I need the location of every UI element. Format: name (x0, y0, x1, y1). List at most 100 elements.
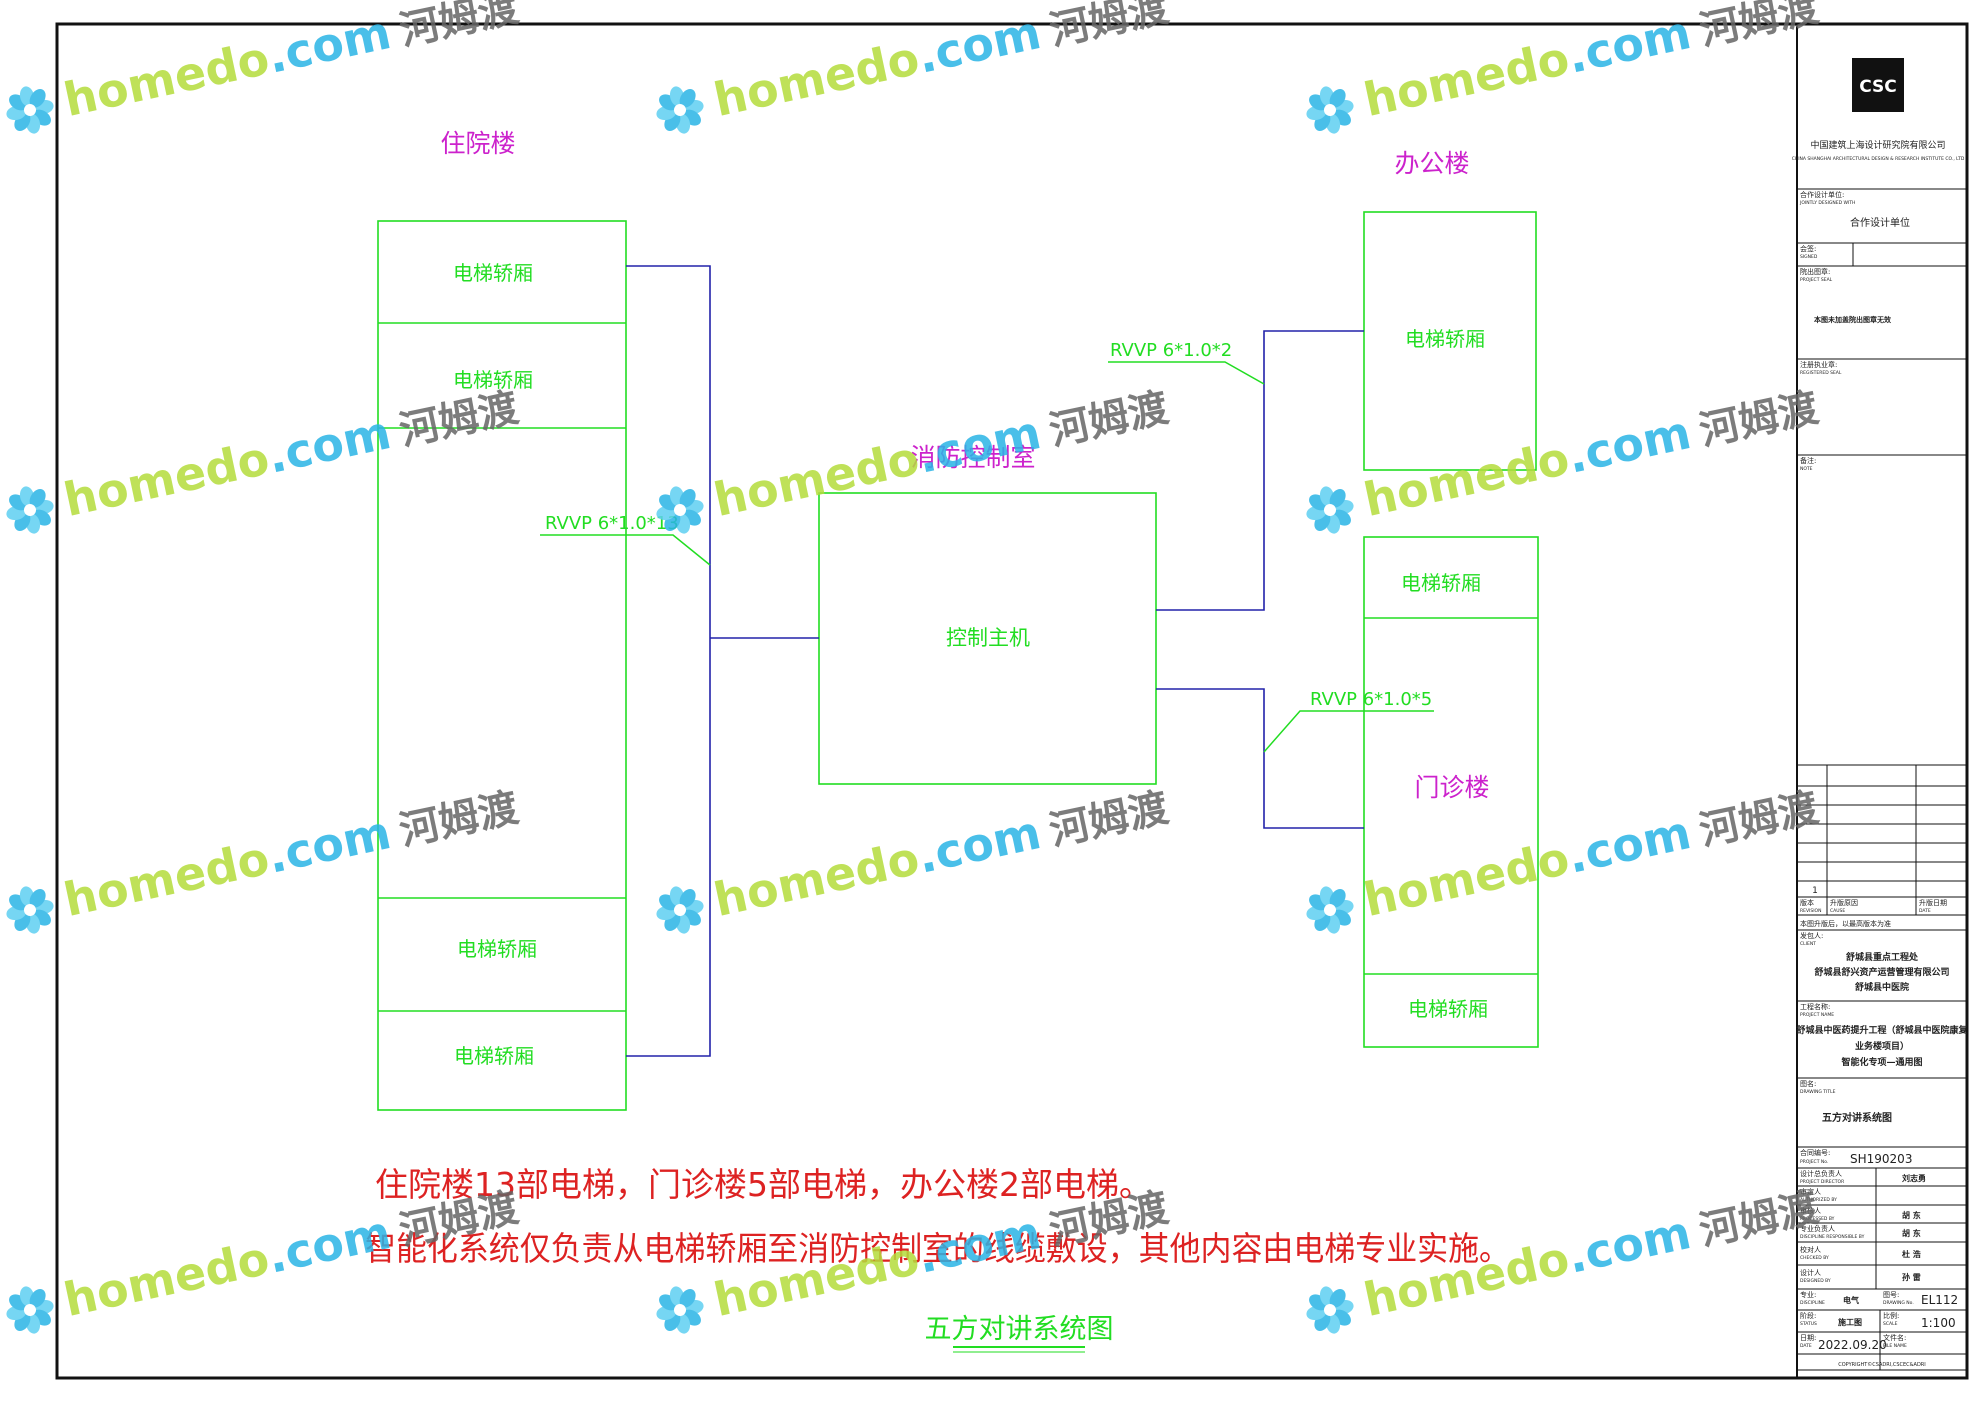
role-name: 刘志勇 (1902, 1173, 1926, 1183)
registered-seal-label: 注册执业章: (1800, 360, 1837, 369)
outpatient-cable-leader (1263, 710, 1434, 753)
joint-design-value: 合作设计单位 (1850, 216, 1910, 229)
control-host-label: 控制主机 (946, 626, 1030, 650)
cable-spec-office: RVVP 6*1.0*2 (1110, 340, 1232, 361)
drawing-title-label: 图名: (1800, 1079, 1816, 1088)
project-name-label-en: PROJECT NAME (1800, 1012, 1834, 1018)
flower-icon (656, 86, 704, 134)
office-cable (1156, 330, 1364, 611)
system-diagram: 住院楼 办公楼 消防控制室 门诊楼 电梯轿厢 电梯轿厢 电梯轿厢 电梯轿厢 电梯… (365, 129, 1539, 1353)
watermark-text: homedo.com河姆渡 (59, 778, 522, 927)
project-name-line: 业务楼项目） (1855, 1040, 1909, 1052)
issue-date-label-en: DATE (1800, 1343, 1812, 1349)
inpatient-building-outline (377, 220, 627, 1111)
revision-date-label-en: DATE (1919, 908, 1931, 914)
flower-icon (656, 1286, 704, 1334)
status-label-en: STATUS (1800, 1321, 1817, 1327)
watermark-text: homedo.com河姆渡 (1359, 378, 1822, 527)
flower-icon (1306, 1286, 1354, 1334)
zone-label-inpatient: 住院楼 (440, 129, 515, 158)
watermark-tile: homedo.com河姆渡 (1306, 378, 1822, 534)
watermark-tile: homedo.com河姆渡 (656, 778, 1172, 934)
title-block-rules (1797, 188, 1967, 1371)
copyright-text: COPYRIGHT©CSADRI,CSCEC&ADRI (1838, 1361, 1926, 1368)
registered-seal-label-en: REGISTERED SEAL (1800, 370, 1842, 376)
discipline-label: 专业: (1800, 1290, 1816, 1299)
flower-icon (656, 486, 704, 534)
role-label: 审定人 (1800, 1187, 1821, 1196)
issue-date-label: 日期: (1800, 1334, 1816, 1342)
watermark-text: homedo.com河姆渡 (709, 778, 1172, 927)
flower-icon (656, 886, 704, 934)
role-label-en: PROCESSED BY (1800, 1216, 1835, 1222)
company-name-cn: 中国建筑上海设计研究院有限公司 (1810, 139, 1945, 151)
control-host: 控制主机 (818, 492, 1157, 785)
revision-label: 版本 (1800, 898, 1814, 907)
file-name-label-en: FILE NAME (1883, 1343, 1907, 1349)
drawing-number: EL112 (1921, 1293, 1958, 1307)
cable-leaders (540, 361, 1434, 753)
role-name: 胡 东 (1902, 1210, 1921, 1220)
flower-icon (1306, 486, 1354, 534)
role-label-en: PROJECT DIRECTOR (1800, 1179, 1844, 1185)
watermark-text: homedo.com河姆渡 (709, 378, 1172, 527)
project-seal-label: 院出图章: (1800, 267, 1830, 276)
watermark-tile: homedo.com河姆渡 (1306, 785, 1822, 934)
client-line: 舒城县重点工程处 (1846, 951, 1919, 963)
project-seal-label-en: PROJECT SEAL (1800, 277, 1833, 283)
role-name: 孙 雷 (1902, 1272, 1921, 1282)
outpatient-building-outline (1363, 536, 1539, 1048)
scale-value: 1:100 (1921, 1316, 1956, 1330)
role-label: 设计人 (1800, 1268, 1821, 1277)
elevator-car-label: 电梯轿厢 (1405, 327, 1485, 351)
elevator-car-label: 电梯轿厢 (1408, 997, 1488, 1021)
role-label: 设计总负责人 (1800, 1169, 1842, 1178)
title-block: CSC 中国建筑上海设计研究院有限公司 CHINA SHANGHAI ARCHI… (1792, 58, 1968, 1371)
role-label: 校对人 (1800, 1245, 1821, 1254)
project-name-line: 智能化专项—通用图 (1841, 1056, 1922, 1068)
client-line: 舒城县中医院 (1855, 981, 1909, 993)
watermark-text: homedo.com河姆渡 (59, 378, 522, 527)
watermark-tile: homedo.com河姆渡 (656, 0, 1172, 134)
note-line-2: 智能化系统仅负责从电梯轿厢至消防控制室的线缆敷设，其他内容由电梯专业实施。 (365, 1229, 1510, 1268)
company-logo-text: CSC (1859, 77, 1897, 97)
flower-icon (6, 486, 54, 534)
watermark-tile: homedo.com河姆渡 (1306, 0, 1822, 134)
project-seal-note: 本图未加盖院出图章无效 (1813, 315, 1892, 324)
cause-label-en: CAUSE (1830, 908, 1845, 914)
inpatient-cable-leader (540, 534, 711, 566)
outpatient-cable (1156, 688, 1364, 829)
watermark-layer: homedo.com河姆渡 homedo.com河姆渡 homedo.com河姆渡 h… (6, 0, 1822, 1334)
revision-note: 本图升版后，以最高版本为准 (1800, 919, 1891, 928)
revision-date-label: 升版日期 (1919, 898, 1947, 907)
note-label-en: NOTE (1800, 466, 1813, 472)
joint-design-label-en: JOINTLY DESIGNED WITH (1799, 200, 1855, 206)
role-label-en: DISCIPLINE RESPONSIBLE BY (1800, 1234, 1865, 1240)
elevator-car-label: 电梯轿厢 (457, 937, 537, 961)
company-name-en: CHINA SHANGHAI ARCHITECTURAL DESIGN & RE… (1792, 156, 1965, 162)
issue-date: 2022.09.20 (1818, 1338, 1887, 1352)
client-line: 舒城县舒兴资产运营管理有限公司 (1814, 966, 1949, 978)
client-label: 发包人: (1800, 931, 1823, 940)
watermark-tile: homedo.com河姆渡 (656, 378, 1172, 534)
contract-label-en: PROJECT No. (1800, 1159, 1828, 1165)
role-label-en: CHECKED BY (1800, 1255, 1829, 1261)
drawing-number-label-en: DRAWING No. (1883, 1300, 1914, 1306)
watermark-tile: homedo.com河姆渡 (6, 0, 522, 134)
role-label: 专业负责人 (1800, 1224, 1835, 1233)
watermark-tile: homedo.com河姆渡 (6, 778, 522, 934)
zone-label-office: 办公楼 (1394, 149, 1469, 178)
watermark-text: homedo.com河姆渡 (59, 0, 522, 127)
role-label-en: DESIGNED BY (1800, 1278, 1831, 1284)
elevator-car-label: 电梯轿厢 (454, 1044, 534, 1068)
elevator-car-label: 电梯轿厢 (453, 261, 533, 285)
role-label-en: AUTHORIZED BY (1800, 1197, 1837, 1203)
flower-icon (6, 86, 54, 134)
discipline-label-en: DISCIPLINE (1800, 1300, 1825, 1306)
watermark-tile: homedo.com河姆渡 (6, 378, 522, 534)
role-name: 胡 东 (1902, 1228, 1921, 1238)
company-logo (1852, 58, 1904, 112)
client-label-en: CLIENT (1800, 941, 1816, 947)
watermark-text: homedo.com河姆渡 (709, 0, 1172, 127)
project-name-label: 工程名称: (1800, 1002, 1830, 1011)
